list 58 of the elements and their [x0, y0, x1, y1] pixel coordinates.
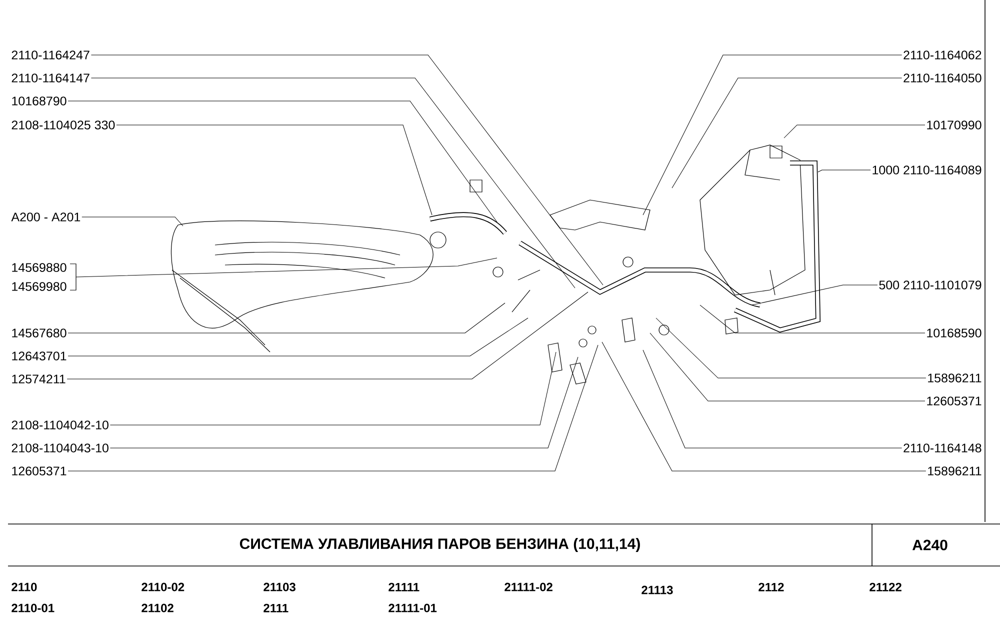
leader-line — [110, 352, 556, 426]
model-code: 21103 — [264, 582, 296, 592]
leader-line — [642, 350, 902, 448]
leader-line — [68, 344, 598, 472]
callout-number: 15896211 — [928, 374, 982, 382]
model-code: 21113 — [642, 586, 673, 594]
callout-number: 500 2110-1101079 — [879, 280, 982, 290]
callout-number: 2110-1164147 — [12, 74, 90, 82]
model-code: 21102 — [142, 604, 174, 612]
leader-line — [656, 318, 926, 378]
callout-number: 15896211 — [928, 466, 982, 476]
callout-number: 2108-1104043-10 — [12, 444, 108, 452]
leader-line — [82, 216, 184, 226]
callout-number: 12574211 — [12, 374, 66, 384]
title: СИСТЕМА УЛАВЛИВАНИЯ ПАРОВ БЕНЗИНА (10,11,14) — [240, 538, 640, 552]
leader-line — [784, 124, 926, 138]
model-code: 21111-01 — [388, 604, 437, 612]
leader-line — [650, 332, 926, 402]
callout-number: 2108-1104042-10 — [12, 420, 108, 430]
model-code: 2112 — [758, 582, 784, 592]
callout-number: 14567680 — [12, 328, 66, 338]
model-code: 2111 — [264, 604, 288, 612]
leader-line — [700, 304, 926, 334]
model-code: 2110-02 — [142, 582, 184, 592]
leader-line — [672, 78, 902, 188]
leader-line — [752, 284, 878, 306]
callout-number: 12643701 — [12, 352, 66, 360]
callout-number: A200 - A201 — [11, 212, 80, 222]
leader-line — [110, 356, 578, 448]
callout-number: 2110-1164062 — [904, 50, 982, 60]
callout-number: 12605371 — [927, 396, 982, 406]
callout-number: 1000 2110-1164089 — [872, 166, 982, 174]
leader-line — [642, 54, 902, 216]
callout-number: 14569880 14569980 — [12, 263, 66, 291]
callout-number: 2110-1164148 — [904, 444, 982, 452]
leader-line — [76, 258, 498, 278]
callout-number: 10168590 — [927, 328, 982, 338]
callout-number: 2108-1104025 330 — [12, 120, 115, 130]
leader-line — [68, 318, 528, 356]
leader-line — [66, 292, 588, 380]
callout-number: 10170990 — [927, 120, 982, 130]
model-code: 2110-01 — [12, 604, 54, 612]
leader-line — [602, 342, 926, 472]
leader-line — [90, 54, 604, 286]
leader-line — [90, 78, 576, 288]
callout-number: 12605371 — [12, 466, 66, 476]
model-code: 21122 — [870, 582, 902, 592]
callout-number: 2110-1164050 — [904, 74, 982, 82]
leader-line — [116, 124, 432, 216]
callout-number: 2110-1164247 — [12, 50, 90, 60]
callout-number: 10168790 — [12, 96, 66, 106]
model-code: 2110 — [12, 582, 37, 592]
model-code: 21111-02 — [504, 582, 552, 592]
leader-line — [818, 170, 871, 172]
leader-line — [68, 100, 498, 222]
sheet-number: A240 — [912, 540, 948, 550]
model-code: 21111 — [388, 582, 420, 592]
leader-line — [68, 302, 506, 334]
